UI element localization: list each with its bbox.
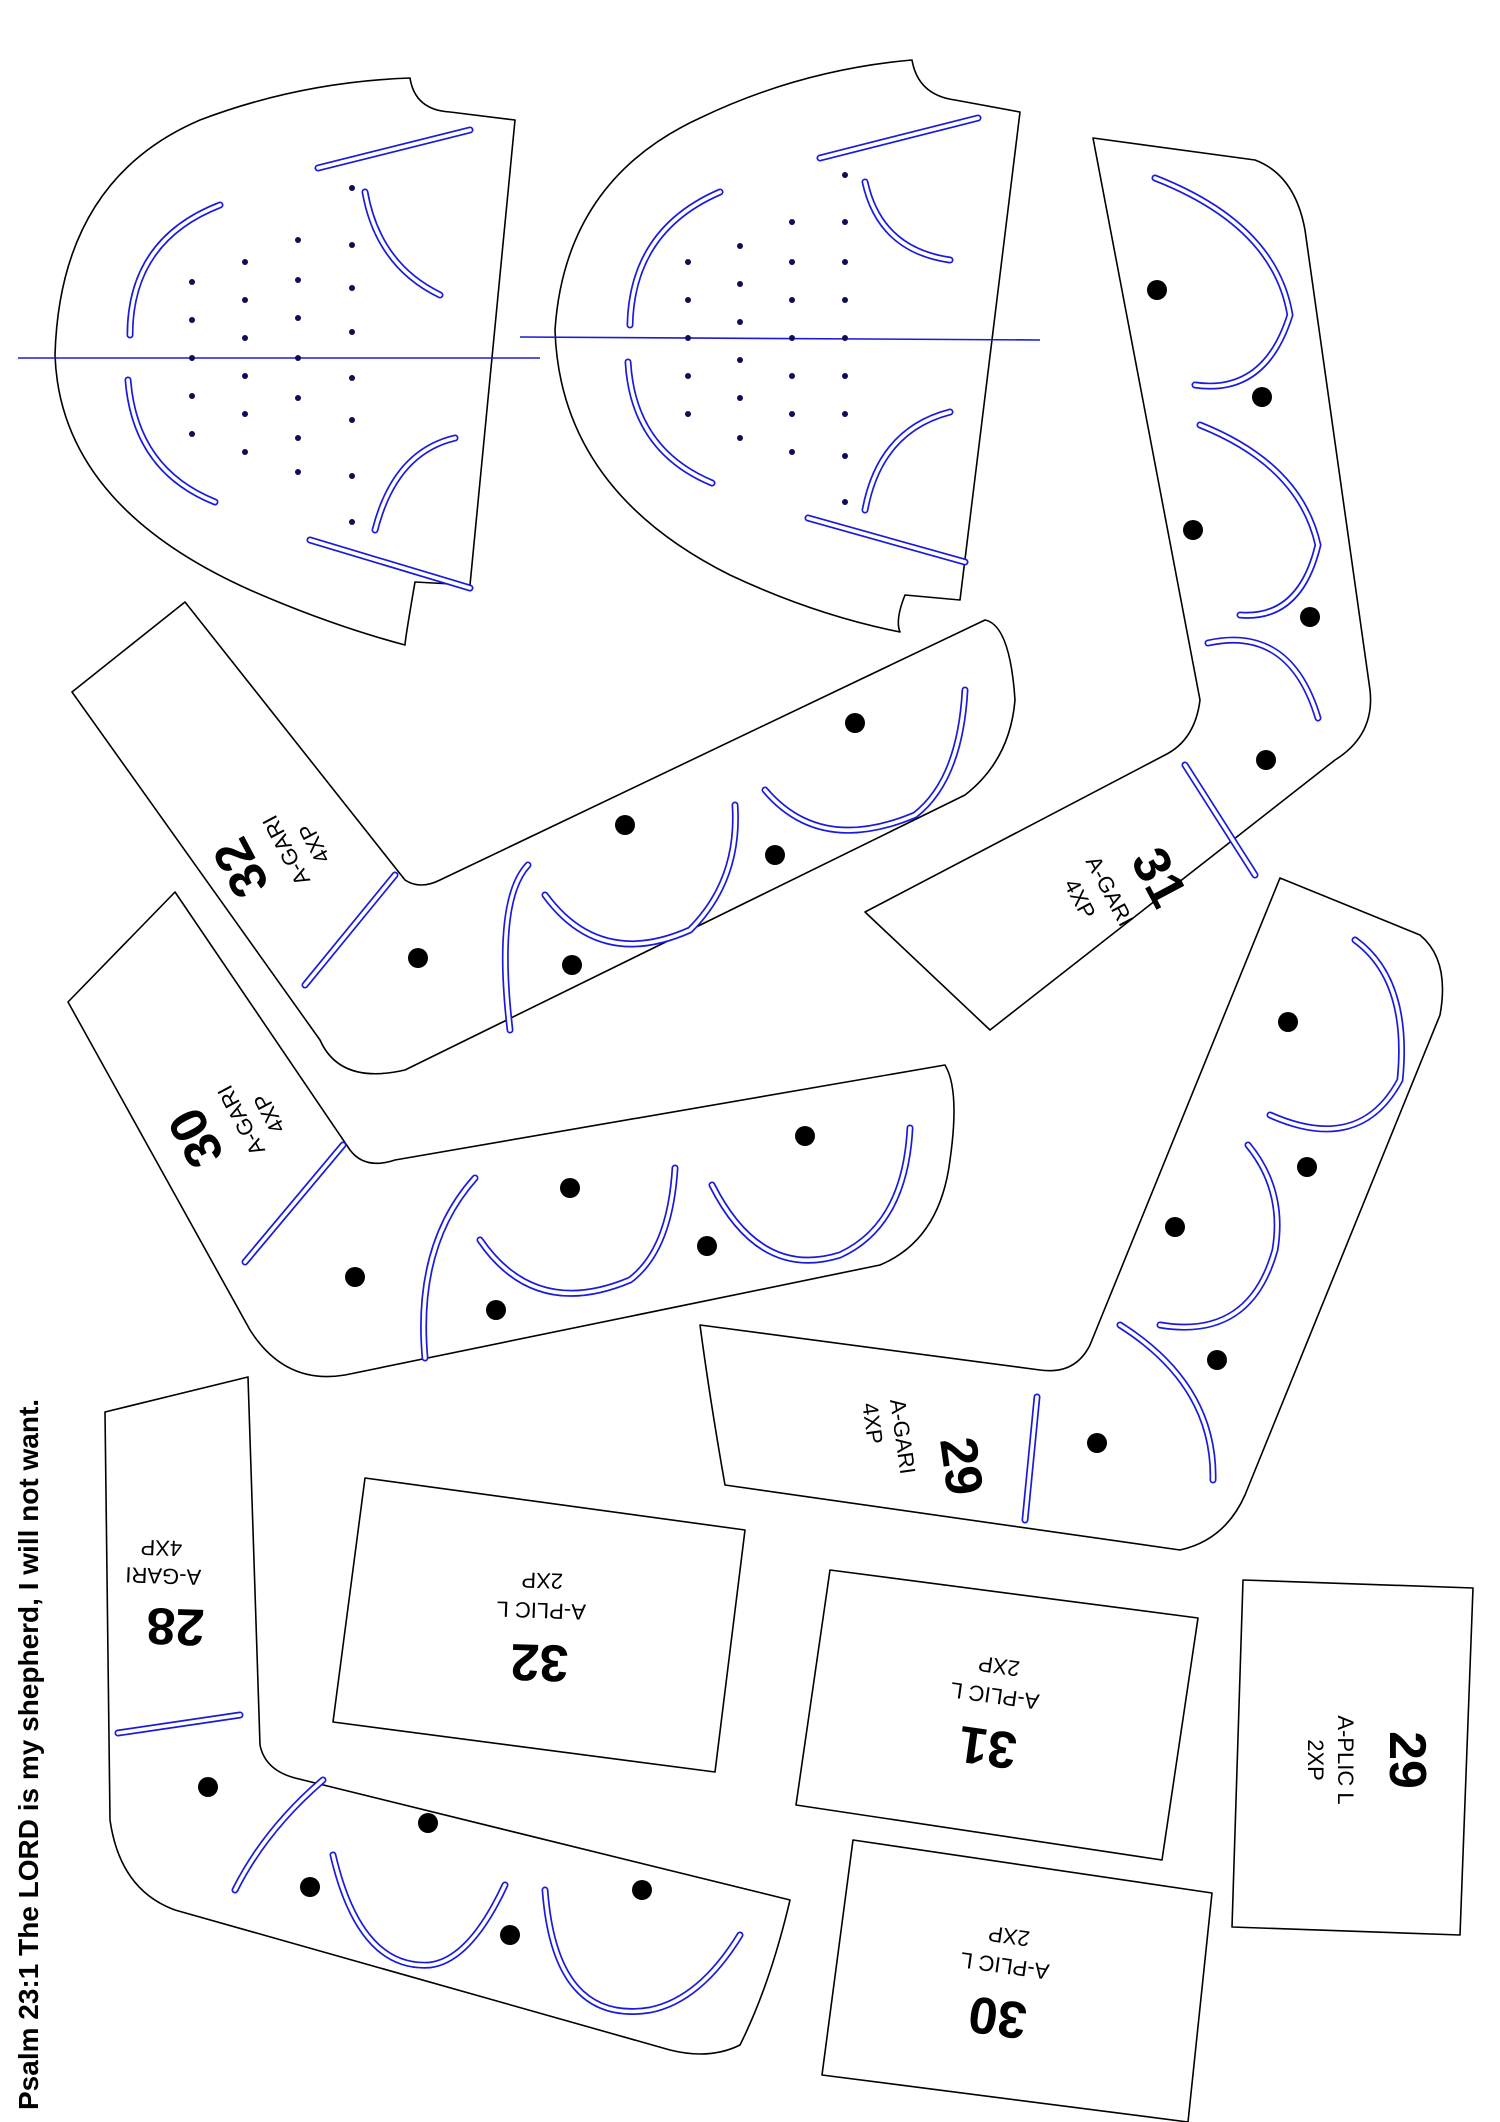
piece-qty: 4XP bbox=[857, 1401, 888, 1446]
gari-piece-29: 29 A-GARI 4XP bbox=[699, 877, 1444, 1551]
stitch-dot bbox=[737, 319, 743, 325]
stitch-dot bbox=[189, 279, 195, 285]
piece-number: 32 bbox=[509, 1632, 569, 1692]
piece-number: 30 bbox=[965, 1984, 1030, 2049]
stitch-dot bbox=[842, 499, 848, 505]
stitch-dot bbox=[737, 435, 743, 441]
stitch-dot bbox=[189, 393, 195, 399]
cap-piece-left bbox=[18, 77, 540, 646]
stitch-dot bbox=[295, 237, 301, 243]
stitch-dot bbox=[242, 335, 248, 341]
verse-text: Psalm 23:1 The LORD is my shepherd, I wi… bbox=[13, 1399, 44, 2110]
stitch-dot bbox=[789, 219, 795, 225]
stitch-dot bbox=[295, 277, 301, 283]
gari-piece-31: 31 A-GARI 4XP bbox=[864, 137, 1372, 1031]
piece-qty: 2XP bbox=[977, 1651, 1022, 1682]
stitch-dot bbox=[842, 219, 848, 225]
stitch-dot bbox=[842, 259, 848, 265]
stitch-dot bbox=[789, 335, 795, 341]
stitch-dot bbox=[189, 317, 195, 323]
stitch-dot bbox=[349, 375, 355, 381]
stitch-dot bbox=[349, 473, 355, 479]
cap-piece-right bbox=[519, 59, 1041, 633]
piece-qty: 2XP bbox=[987, 1921, 1032, 1952]
stitch-dot bbox=[242, 297, 248, 303]
stitch-dot bbox=[789, 259, 795, 265]
plic-piece-29: 29 A-PLIC L 2XP bbox=[1231, 1579, 1474, 1936]
stitch-dot bbox=[349, 329, 355, 335]
stitch-dot bbox=[842, 453, 848, 459]
stitch-dot bbox=[737, 243, 743, 249]
stitch-dot bbox=[685, 335, 691, 341]
stitch-dot bbox=[349, 242, 355, 248]
piece-number: 29 bbox=[1378, 1731, 1436, 1789]
piece-qty: 2XP bbox=[1303, 1739, 1328, 1781]
stitch-dot bbox=[842, 373, 848, 379]
plic-piece-30: 30 A-PLIC L 2XP bbox=[821, 1839, 1213, 2122]
piece-code: A-PLIC L bbox=[496, 1596, 586, 1624]
stitch-dot bbox=[242, 449, 248, 455]
stitch-dot bbox=[685, 297, 691, 303]
stitch-dot bbox=[295, 435, 301, 441]
piece-qty: 2XP bbox=[521, 1567, 563, 1593]
stitch-dot bbox=[789, 373, 795, 379]
stitch-dot bbox=[737, 395, 743, 401]
piece-number: 28 bbox=[146, 1596, 206, 1656]
piece-number: 29 bbox=[928, 1434, 993, 1499]
stitch-dot bbox=[685, 259, 691, 265]
stitch-dot bbox=[349, 185, 355, 191]
piece-code: A-GARI bbox=[125, 1562, 202, 1590]
gari-piece-30: 30 A-GARI 4XP bbox=[67, 891, 955, 1378]
stitch-dot bbox=[295, 469, 301, 475]
stitch-dot bbox=[189, 355, 195, 361]
piece-code: A-PLIC L bbox=[1333, 1715, 1358, 1804]
stitch-dot bbox=[789, 297, 795, 303]
stitch-dot bbox=[842, 172, 848, 178]
stitch-dot bbox=[737, 357, 743, 363]
plic-piece-32: 32 A-PLIC L 2XP bbox=[332, 1477, 746, 1773]
stitch-grid-right bbox=[685, 172, 848, 505]
gari-piece-32: 32 A-GARI 4XP bbox=[71, 601, 1016, 1075]
stitch-dot bbox=[685, 373, 691, 379]
stitch-dot bbox=[842, 297, 848, 303]
stitch-dot bbox=[789, 411, 795, 417]
stitch-dot bbox=[242, 259, 248, 265]
stitch-dot bbox=[349, 519, 355, 525]
stitch-dot bbox=[295, 355, 301, 361]
piece-number: 31 bbox=[955, 1714, 1020, 1779]
stitch-dot bbox=[789, 449, 795, 455]
stitch-dot bbox=[242, 373, 248, 379]
piece-qty: 4XP bbox=[140, 1535, 182, 1561]
gari-piece-28: 28 A-GARI 4XP bbox=[104, 1376, 791, 2055]
stitch-dot bbox=[189, 431, 195, 437]
stitch-dot bbox=[349, 285, 355, 291]
stitch-dot bbox=[685, 411, 691, 417]
stitch-grid-left bbox=[189, 185, 355, 525]
stitch-dot bbox=[295, 395, 301, 401]
stitch-dot bbox=[842, 335, 848, 341]
stitch-dot bbox=[842, 411, 848, 417]
stitch-dot bbox=[295, 315, 301, 321]
stitch-dot bbox=[349, 417, 355, 423]
stitch-dot bbox=[737, 281, 743, 287]
stitch-dot bbox=[242, 411, 248, 417]
plic-piece-31: 31 A-PLIC L 2XP bbox=[795, 1569, 1199, 1861]
